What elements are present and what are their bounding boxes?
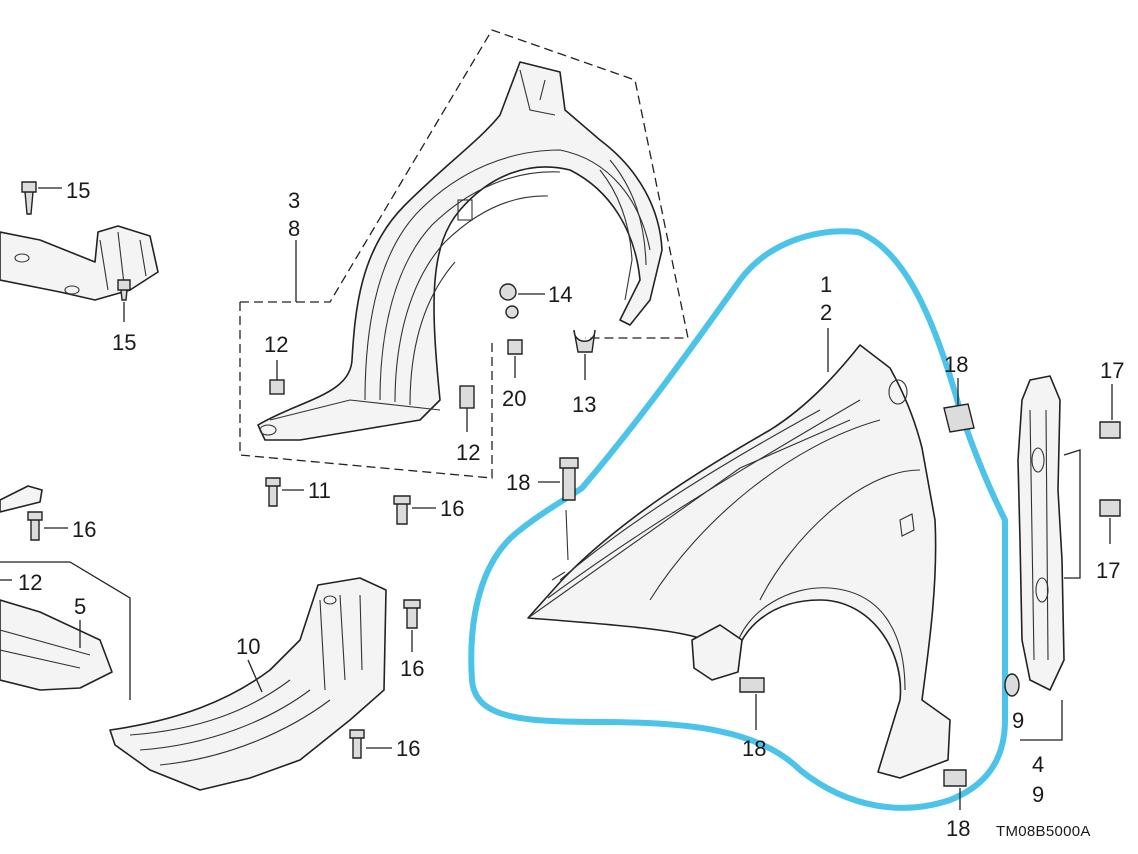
label-bolt-11: 11 xyxy=(308,478,331,503)
under-cover[interactable] xyxy=(109,577,387,791)
clip-12-liner-right[interactable] xyxy=(459,385,475,432)
label-bracket-c: 9 xyxy=(1012,708,1024,733)
side-bracket[interactable] xyxy=(1017,375,1081,741)
label-nut-13: 13 xyxy=(572,392,596,417)
label-liner-a: 3 xyxy=(288,188,300,213)
label-clip-16-a: 16 xyxy=(72,517,96,542)
label-clip-16-d: 16 xyxy=(396,736,420,761)
nut-17-bottom[interactable] xyxy=(1099,499,1121,544)
bracket-top-left xyxy=(0,225,159,301)
small-bracket-left xyxy=(0,485,43,513)
label-screw-15-b: 15 xyxy=(112,330,136,355)
label-fender-a: 1 xyxy=(820,272,832,297)
label-bolt-18-b: 18 xyxy=(944,352,968,377)
label-nut-20: 20 xyxy=(502,386,526,411)
label-clip-12-a: 12 xyxy=(264,332,288,357)
bolt-9-small[interactable] xyxy=(1004,673,1020,697)
screw-15-bottom[interactable] xyxy=(117,279,131,322)
bolt-18-bottom[interactable] xyxy=(739,677,765,730)
nut-13[interactable] xyxy=(573,329,596,380)
bolt-11[interactable] xyxy=(265,477,304,507)
label-bolt-18-a: 18 xyxy=(506,470,530,495)
nut-17-top[interactable] xyxy=(1099,384,1121,439)
front-fender[interactable] xyxy=(527,328,951,779)
diagram-code: TM08B5000A xyxy=(996,823,1091,840)
label-splash-guard: 5 xyxy=(74,594,86,619)
label-nut-17-b: 17 xyxy=(1096,558,1120,583)
bolt-18-top-right[interactable] xyxy=(943,378,975,433)
bolt-18-lower-right[interactable] xyxy=(943,769,967,810)
label-bracket-b: 9 xyxy=(1032,782,1044,807)
label-bolt-18-d: 18 xyxy=(946,816,970,841)
clip-16-under-b[interactable] xyxy=(349,729,392,759)
highlight-outline xyxy=(468,228,1008,811)
label-clip-16-b: 16 xyxy=(440,496,464,521)
liner-callout-box xyxy=(239,29,689,479)
label-nut-14: 14 xyxy=(548,282,572,307)
bolt-18-left[interactable] xyxy=(538,457,579,501)
label-under-cover: 10 xyxy=(236,634,260,659)
nut-14[interactable] xyxy=(499,283,545,319)
label-clip-16-c: 16 xyxy=(400,656,424,681)
clip-16-under-a[interactable] xyxy=(403,599,421,652)
label-fender-b: 2 xyxy=(820,300,832,325)
clip-16-left[interactable] xyxy=(27,511,68,541)
inner-fender-liner[interactable] xyxy=(257,61,663,441)
clip-16-liner[interactable] xyxy=(393,495,436,525)
label-screw-15-a: 15 xyxy=(66,178,90,203)
label-clip-12-c: 12 xyxy=(18,570,42,595)
clip-12-liner-left[interactable] xyxy=(269,360,285,395)
nut-20[interactable] xyxy=(507,339,523,378)
splash-guard[interactable] xyxy=(0,599,113,691)
screw-15-top[interactable] xyxy=(21,181,62,215)
label-liner-b: 8 xyxy=(288,216,300,241)
label-clip-12-b: 12 xyxy=(456,440,480,465)
label-nut-17-a: 17 xyxy=(1100,358,1124,383)
label-bolt-18-c: 18 xyxy=(742,736,766,761)
splash-guard-callout xyxy=(0,561,131,700)
label-bracket-a: 4 xyxy=(1032,752,1044,777)
